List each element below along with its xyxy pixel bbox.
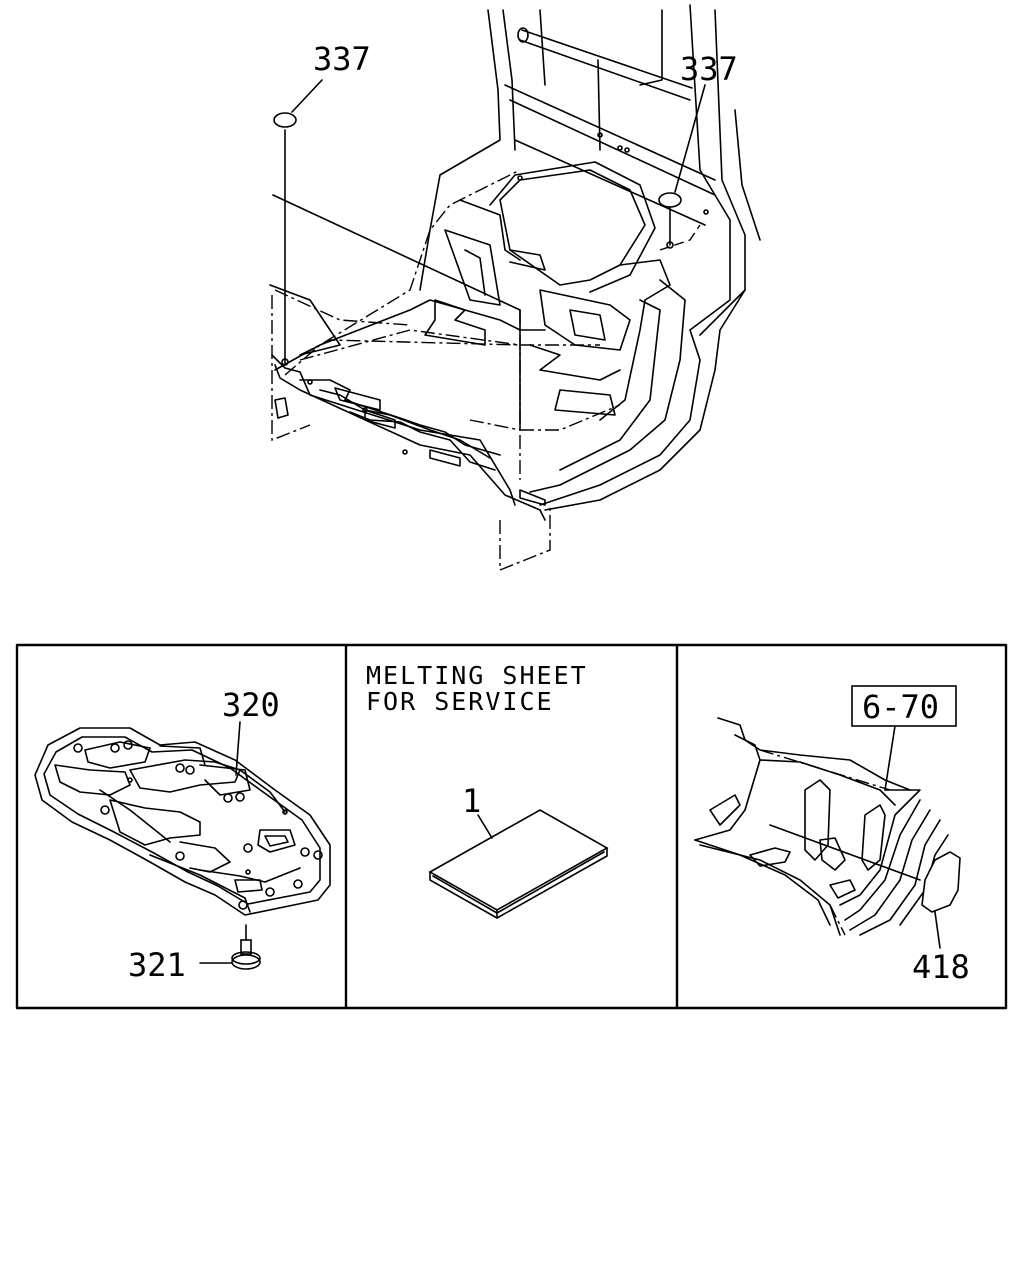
clip-321-shank (240, 939, 252, 955)
callout-320: 320 (222, 686, 280, 724)
ref-6-70-label: 6-70 (862, 688, 939, 726)
callout-321: 321 (128, 946, 186, 984)
panel-frame (15, 643, 1008, 1010)
pad-418-shape (921, 851, 961, 913)
callout-418: 418 (912, 948, 970, 986)
melting-sheet-note-line1: MELTING SHEET (366, 661, 588, 690)
callout-337-left: 337 (313, 40, 371, 78)
callout-337-right: 337 (680, 50, 738, 88)
plug-337-right-shape (658, 192, 682, 208)
clip-321-head (231, 954, 261, 970)
under-cover-320-drawing (34, 721, 331, 970)
plug-337-left-shape (273, 112, 297, 128)
melting-sheet-drawing (428, 809, 609, 919)
wheel-house-418-drawing (694, 717, 961, 949)
callout-1: 1 (462, 782, 481, 820)
melting-sheet-note-line2: FOR SERVICE (366, 687, 554, 716)
floor-assembly-drawing (269, 4, 761, 572)
ref-6-70-box (851, 685, 957, 727)
